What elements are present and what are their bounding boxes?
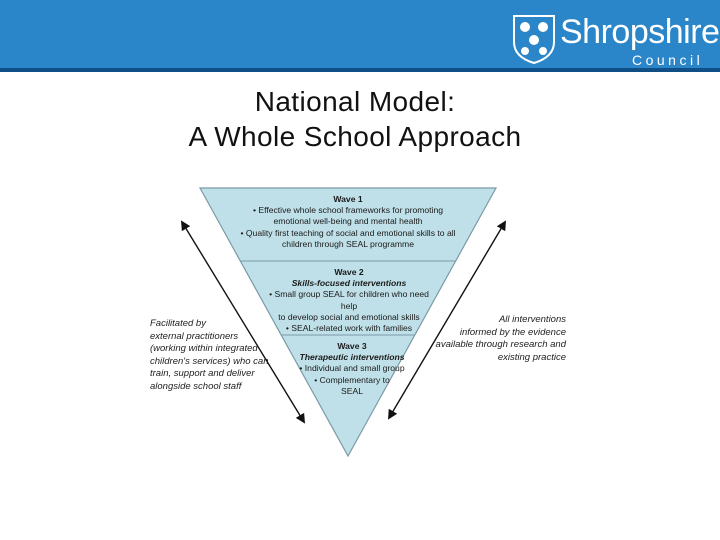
header-bar: Shropshire Council [0, 0, 720, 72]
title-line-1: National Model: [254, 86, 456, 117]
right-annotation-line: All interventions [498, 314, 566, 325]
left-annotation-line: external practitioners [150, 330, 239, 342]
left-annotation-line: (working within integrated [150, 343, 258, 355]
wave-3-line: • Individual and small group [299, 363, 405, 374]
wave-1-line: children through SEAL programme [282, 238, 414, 249]
right-double-arrow [388, 220, 506, 420]
wave-2-line: to develop social and emotional skills [278, 311, 420, 322]
right-annotation: All interventions informed by the eviden… [432, 314, 566, 364]
left-double-arrow [180, 220, 306, 424]
wave-2-line: • Small group SEAL for children who need… [269, 289, 429, 311]
left-annotation-line: train, support and deliver [150, 368, 255, 380]
right-annotation-line: available through research and [435, 339, 566, 351]
left-annotation-line: children's services) who can [150, 355, 269, 367]
left-annotation: Facilitated by external practitioners (w… [150, 318, 280, 394]
brand-name: Shropshire [560, 13, 720, 51]
wave-1-line: emotional well-being and mental health [273, 216, 423, 227]
council-logo[interactable]: Shropshire Council [512, 12, 720, 68]
slide-title: National Model: A Whole School Approach [0, 84, 710, 154]
wave-2-block: Wave 2 Skills-focused interventions • Sm… [260, 267, 438, 334]
wave-1-title: Wave 1 [333, 194, 363, 204]
wave-3-title: Wave 3 [337, 341, 367, 351]
wave-1-line: • Quality first teaching of social and e… [240, 227, 456, 238]
title-line-2: A Whole School Approach [188, 121, 522, 152]
left-annotation-line: Facilitated by [150, 318, 206, 329]
wave-3-line: SEAL [341, 385, 363, 396]
right-annotation-line: informed by the evidence [459, 326, 566, 338]
left-annotation-line: alongside school staff [150, 380, 242, 392]
wave-3-line: • Complementary to [314, 374, 390, 385]
crest-icon [513, 15, 555, 64]
wave-3-block: Wave 3 Therapeutic interventions • Indiv… [294, 341, 410, 397]
wave-3-subtitle: Therapeutic interventions [299, 352, 405, 363]
brand-subtitle: Council [632, 52, 704, 68]
wave-2-line: • SEAL-related work with families [285, 323, 413, 334]
wave-1-block: Wave 1 • Effective whole school framewor… [232, 194, 464, 250]
wave-2-title: Wave 2 [334, 267, 364, 277]
right-annotation-line: existing practice [497, 351, 566, 363]
wave-1-line: • Effective whole school frameworks for … [252, 205, 444, 216]
wave-2-subtitle: Skills-focused interventions [291, 278, 407, 289]
header-rule [0, 68, 720, 72]
